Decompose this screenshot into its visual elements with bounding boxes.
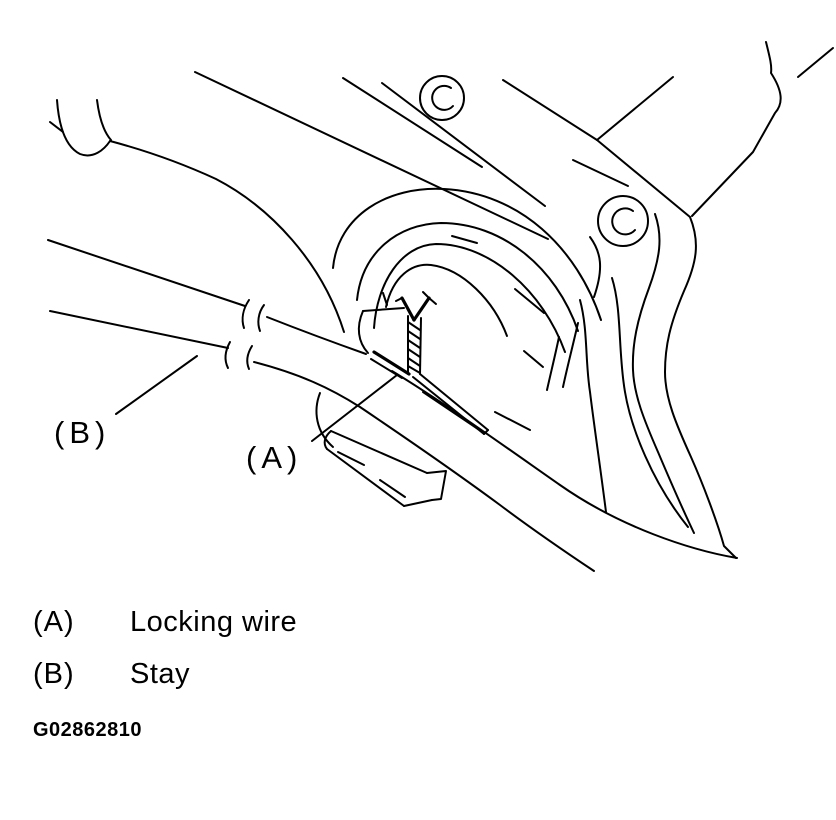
callout-a-label: (A) bbox=[246, 440, 302, 475]
legend-row-b: (B) Stay bbox=[33, 658, 297, 690]
heat-shield-dome bbox=[332, 187, 602, 391]
flange-band bbox=[194, 71, 691, 240]
legend-row-a: (A) Locking wire bbox=[33, 606, 297, 638]
housing-right-edge bbox=[579, 41, 834, 559]
legend: (A) Locking wire (B) Stay bbox=[33, 606, 297, 710]
legend-text-b: Stay bbox=[130, 658, 191, 690]
bolt-hole-top bbox=[419, 75, 465, 121]
legend-key-a: (A) bbox=[33, 606, 75, 638]
mount-bracket bbox=[315, 392, 447, 507]
callout-b-label: (B) bbox=[54, 415, 110, 450]
legend-key-b: (B) bbox=[33, 658, 75, 690]
callout-leaders bbox=[115, 355, 398, 442]
figure-code: G02862810 bbox=[33, 719, 143, 741]
bolt-hole-right bbox=[597, 195, 649, 247]
engine-outline-left bbox=[49, 99, 345, 333]
callout-b-leader bbox=[115, 355, 198, 415]
legend-text-a: Locking wire bbox=[130, 606, 298, 638]
stay-bar bbox=[47, 239, 738, 572]
callout-a-leader bbox=[311, 374, 398, 442]
locking-wire bbox=[370, 291, 489, 435]
mount-boss bbox=[357, 292, 405, 354]
